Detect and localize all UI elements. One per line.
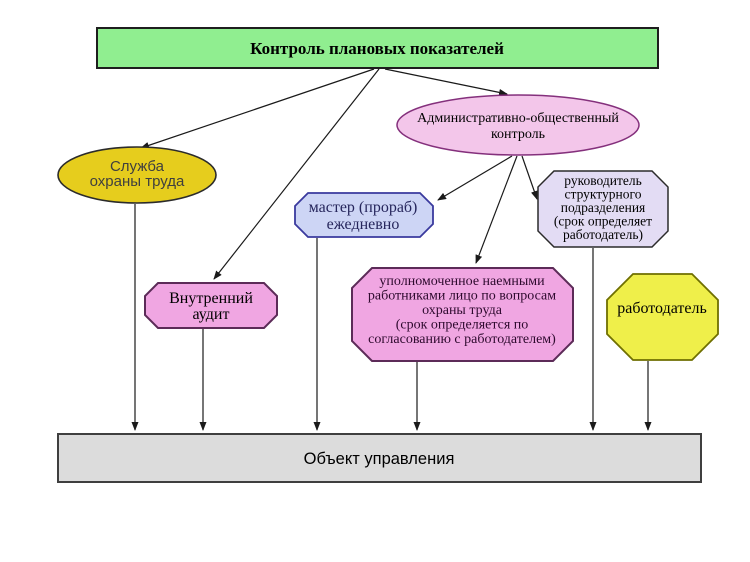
- upolnomochennoe-line4: (срок определяется по: [396, 318, 529, 333]
- upolnomochennoe-line5: согласованию с работодателем): [368, 332, 556, 347]
- upolnomochennoe-line3: охраны труда: [422, 303, 503, 318]
- control-title-label: Контроль плановых показателей: [250, 39, 504, 58]
- control-object-shape: [57, 433, 702, 483]
- node-upolnomochennoe: уполномоченное наемными работниками лицо…: [351, 267, 574, 362]
- node-control-title: Контроль плановых показателей: [96, 27, 659, 69]
- rukovoditel-line4: (срок определяет: [554, 214, 652, 229]
- master-shape: [294, 192, 434, 238]
- admin-control-line1: Административно-общественный: [417, 111, 619, 126]
- rukovoditel-shape: [537, 170, 669, 248]
- edge-title-to-internal-audit: [213, 68, 380, 280]
- node-ohrana-service: Служба охраны труда: [57, 146, 217, 204]
- internal-audit-shape: [144, 282, 278, 329]
- node-admin-public-control: Административно-общественный контроль: [396, 94, 640, 156]
- admin-control-shape: [396, 94, 640, 156]
- admin-control-line2: контроль: [491, 127, 545, 142]
- internal-audit-line1: Внутренний: [169, 290, 253, 307]
- rabotodatel-shape: [606, 273, 719, 361]
- rabotodatel-label: работодатель: [617, 300, 707, 317]
- upolnomochennoe-shape: [351, 267, 574, 362]
- upolnomochennoe-line1: уполномоченное наемными: [379, 274, 545, 289]
- internal-audit-line2: аудит: [193, 306, 230, 323]
- rukovoditel-line2: структурного: [565, 187, 642, 202]
- upolnomochennoe-line2: работниками лицо по вопросам: [368, 289, 556, 304]
- control-title-shape: [96, 27, 659, 69]
- node-control-object: Объект управления: [57, 433, 702, 483]
- control-object-label: Объект управления: [304, 450, 455, 468]
- edge-admin-to-rukovoditel: [521, 155, 538, 200]
- rukovoditel-line5: работодатель): [563, 227, 643, 242]
- ohrana-service-line2: охраны труда: [90, 173, 185, 190]
- edge-admin-to-upolnomochennoe: [475, 155, 518, 264]
- ohrana-service-shape: [57, 146, 217, 204]
- node-master: мастер (прораб) ежедневно: [294, 192, 434, 238]
- edge-title-to-admin-control: [384, 68, 508, 96]
- edge-lines: [131, 68, 652, 431]
- edge-title-to-ohrana-service: [140, 68, 375, 149]
- rukovoditel-line1: руководитель: [564, 173, 641, 188]
- node-internal-audit: Внутренний аудит: [144, 282, 278, 329]
- node-rabotodatel: работодатель: [606, 273, 719, 361]
- master-line1: мастер (прораб): [309, 199, 418, 216]
- master-line2: ежедневно: [327, 216, 400, 233]
- node-rukovoditel: руководитель структурного подразделения …: [537, 170, 669, 248]
- ohrana-service-line1: Служба: [110, 158, 165, 175]
- edge-admin-to-master: [437, 155, 513, 201]
- rukovoditel-line3: подразделения: [561, 200, 646, 215]
